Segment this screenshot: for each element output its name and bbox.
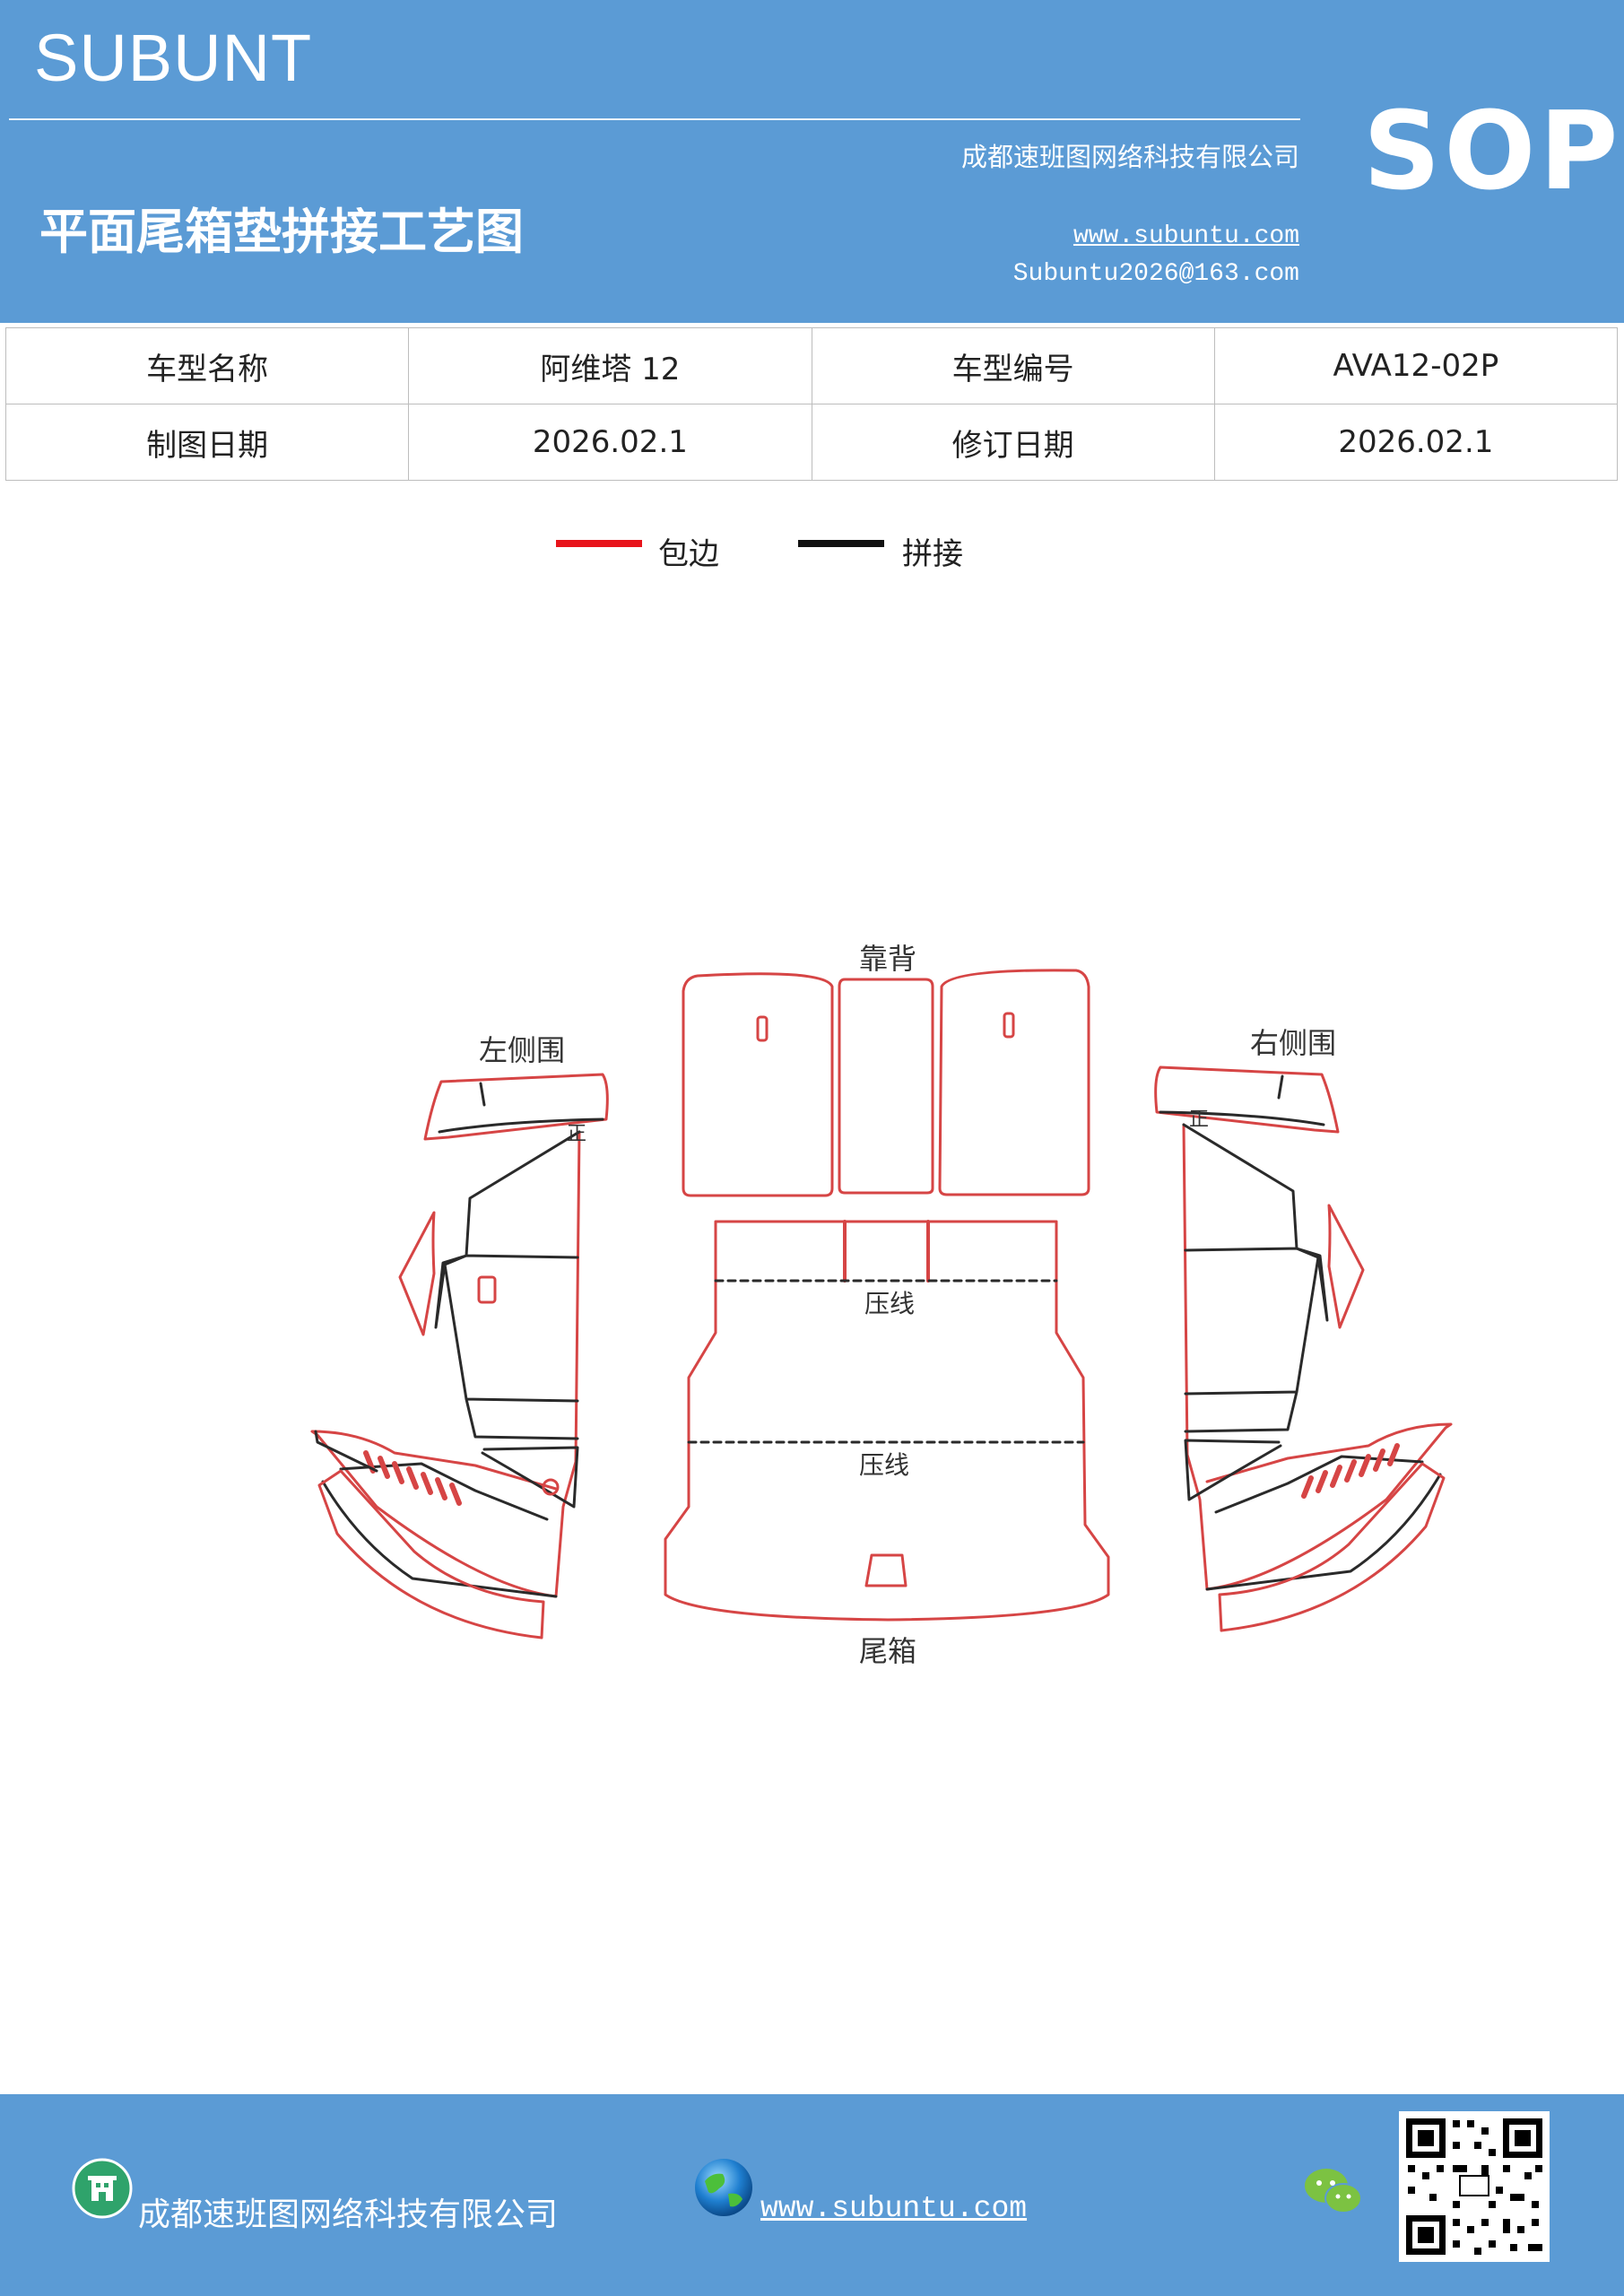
document-title: 平面尾箱垫拼接工艺图	[39, 204, 524, 260]
trunk-floor-outline	[664, 1220, 1110, 1622]
backrest-middle-panel	[838, 978, 934, 1195]
header-website-link[interactable]: www.subuntu.com	[1073, 222, 1299, 250]
footer-website-link[interactable]: www.subuntu.com	[760, 2192, 1028, 2225]
backrest-slot-right	[1003, 1012, 1015, 1039]
header-divider	[9, 118, 1300, 120]
left-side-label: 左侧围	[479, 1033, 566, 1067]
wechat-icon[interactable]	[1302, 2163, 1365, 2219]
building-icon	[72, 2158, 133, 2219]
right-top-seam	[1159, 1074, 1325, 1126]
left-hole	[542, 1478, 560, 1496]
footer-company: 成都速班图网络科技有限公司	[138, 2196, 559, 2233]
right-inner-seams	[1182, 1123, 1442, 1591]
left-wing-outline	[398, 1211, 436, 1336]
backrest-slot-left	[756, 1015, 769, 1042]
right-side-panels	[1154, 1065, 1453, 1632]
table-cell: 修订日期	[811, 404, 1215, 481]
left-vent-stripes	[363, 1450, 462, 1506]
globe-icon	[695, 2159, 752, 2216]
left-side-panels	[310, 1073, 609, 1639]
sop-badge: SOP	[1363, 90, 1622, 214]
seam-line-top	[843, 1220, 930, 1283]
backrest-left-panel	[682, 972, 834, 1197]
right-main-outline	[1182, 1123, 1453, 1591]
trunk-label: 尾箱	[859, 1634, 917, 1668]
table-cell: 车型编号	[811, 327, 1215, 404]
left-main-outline	[310, 1130, 581, 1598]
qr-code	[1399, 2111, 1550, 2262]
header-email: Subuntu2026@163.com	[1012, 260, 1299, 288]
header-banner	[0, 0, 1624, 323]
right-side-label: 右侧围	[1250, 1026, 1337, 1060]
right-vent-stripes	[1301, 1443, 1400, 1499]
left-front-mark: 正	[567, 1123, 587, 1145]
table-cell: 制图日期	[4, 404, 410, 481]
backrest-panels	[682, 969, 1090, 1197]
header-company: 成都速班图网络科技有限公司	[960, 142, 1299, 172]
left-inner-seams	[321, 1130, 581, 1598]
table-cell: AVA12-02P	[1213, 327, 1619, 404]
trunk-floor	[664, 1220, 1110, 1622]
right-front-mark: 正	[1189, 1109, 1210, 1131]
left-top-strip	[423, 1073, 609, 1141]
left-top-seam	[438, 1082, 604, 1134]
table-cell: 2026.02.1	[408, 404, 812, 481]
trunk-handle	[864, 1553, 908, 1587]
press-line-label-lower: 压线	[859, 1450, 910, 1480]
left-lower-outline	[317, 1469, 545, 1639]
vehicle-info-table: 车型名称 阿维塔 12 车型编号 AVA12-02P 制图日期 2026.02.…	[4, 327, 1619, 481]
table-row: 制图日期 2026.02.1 修订日期 2026.02.1	[4, 404, 1619, 481]
left-slot	[477, 1275, 497, 1304]
backrest-right-panel	[938, 969, 1090, 1196]
left-lower-piece	[314, 1430, 378, 1473]
press-line-label-upper: 压线	[864, 1289, 916, 1318]
legend-edge-swatch	[556, 540, 642, 547]
right-wing-outline	[1327, 1204, 1365, 1329]
table-cell: 阿维塔 12	[408, 327, 812, 404]
right-lower-outline	[1218, 1462, 1446, 1632]
backrest-label: 靠背	[859, 942, 917, 976]
table-row: 车型名称 阿维塔 12 车型编号 AVA12-02P	[4, 327, 1619, 404]
legend-seam-swatch	[798, 540, 884, 547]
table-cell: 车型名称	[4, 327, 410, 404]
table-cell: 2026.02.1	[1213, 404, 1619, 481]
brand-name: SUBUNT	[34, 21, 313, 95]
right-top-strip	[1154, 1065, 1340, 1134]
